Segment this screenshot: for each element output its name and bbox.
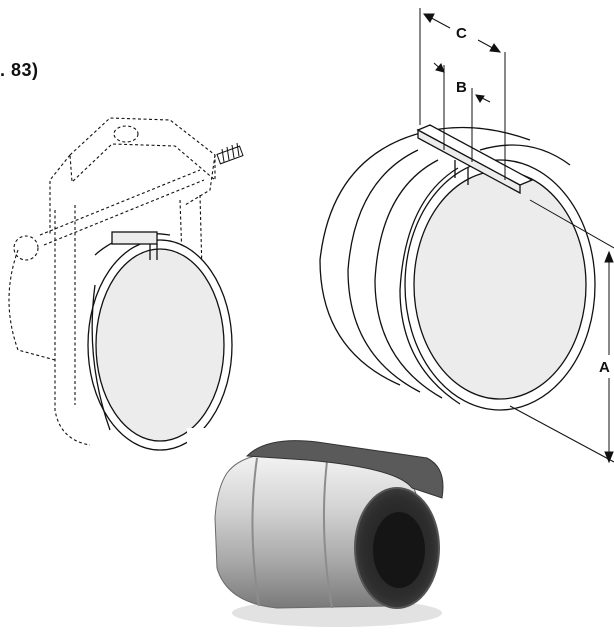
dimensioned-insert-drawing: C B A (319, 8, 614, 464)
hanger-with-insert-drawing (8, 117, 244, 451)
dimension-c-label: C (456, 25, 467, 42)
dimension-b-label: B (456, 79, 467, 96)
dimension-a-label: A (599, 359, 610, 376)
figure-reference-text: . 83) (0, 60, 39, 80)
insert-product-photo (187, 428, 455, 635)
